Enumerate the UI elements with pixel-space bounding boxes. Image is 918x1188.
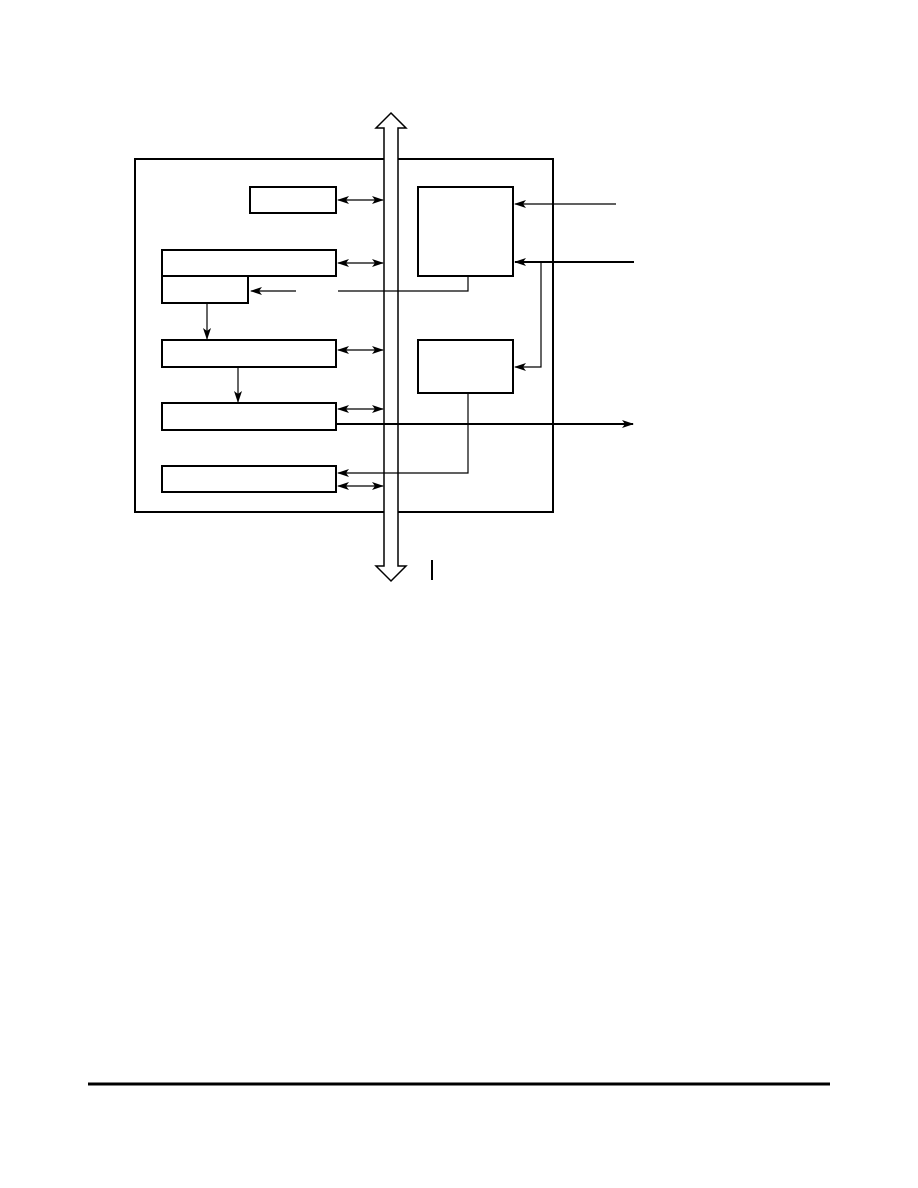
block-b (161, 249, 337, 277)
block-g (417, 339, 514, 394)
system-bus (374, 111, 408, 583)
outer-frame (134, 158, 554, 513)
block-c (161, 339, 337, 368)
link-input-2-to-block-g (514, 262, 542, 371)
block-b-sub (161, 275, 249, 304)
link-block-g-to-block-e (337, 393, 469, 477)
block-e (161, 465, 337, 493)
block-f (417, 186, 514, 277)
block-a (249, 186, 337, 214)
link-block-f-to-block-b-sub (338, 276, 469, 292)
block-d (161, 402, 337, 431)
